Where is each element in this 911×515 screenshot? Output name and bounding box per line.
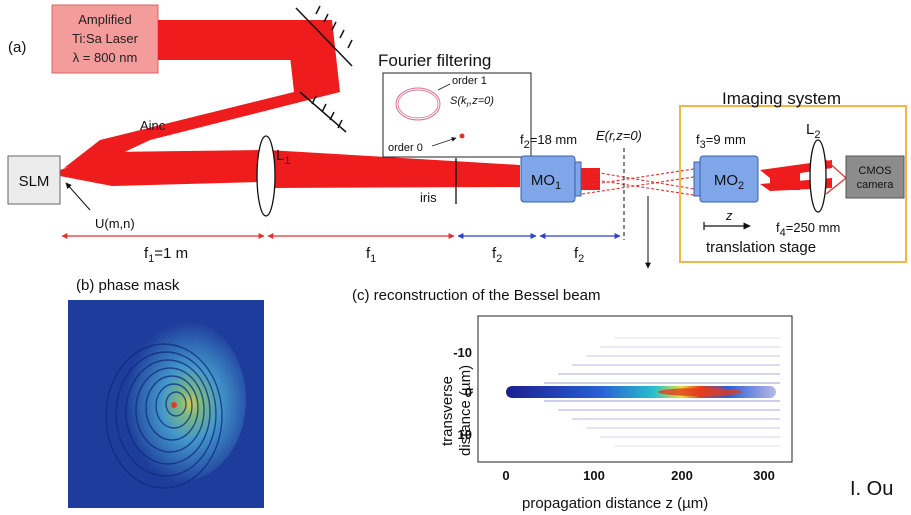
svg-text:MO1: MO1	[531, 172, 561, 192]
l2-label: L2	[806, 121, 820, 141]
svg-text:S(kr,z=0): S(kr,z=0)	[450, 95, 494, 109]
dist-f2-b: f2	[574, 245, 584, 265]
f2-focal-label: f2=18 mm	[520, 132, 577, 151]
cmos-box: CMOS camera	[845, 155, 905, 199]
lens-l1	[256, 135, 276, 217]
mo2-box: MO2	[693, 155, 759, 203]
e-label: E(r,z=0)	[596, 128, 642, 143]
y-ticks: -10 0 10	[453, 345, 472, 442]
phase-mask-image	[68, 300, 264, 508]
svg-text:order 1: order 1	[452, 75, 487, 87]
mirror	[295, 5, 353, 133]
f3-label: f3=9 mm	[696, 132, 746, 151]
z-label: z	[725, 208, 733, 223]
fourier-inset: order 1 S(kr,z=0) order 0	[382, 72, 532, 158]
laser-beam	[60, 20, 832, 191]
svg-text:Ti:Sa Laser: Ti:Sa Laser	[72, 31, 139, 46]
svg-text:λ = 800 nm: λ = 800 nm	[73, 50, 138, 65]
svg-text:order 0: order 0	[388, 142, 423, 154]
dist-f1-1m: f1=1 m	[144, 245, 188, 265]
u-arrow	[65, 182, 91, 211]
hot-spot	[658, 388, 742, 396]
u-label: U(m,n)	[95, 216, 135, 231]
y-axis-label-2: distance (µm)	[457, 365, 474, 456]
x-tick-label: 200	[671, 468, 693, 483]
y-tick-label: 10	[458, 427, 472, 442]
dist-f2-a: f2	[492, 245, 502, 265]
x-tick-label: 0	[502, 468, 509, 483]
panel-b-label: (b) phase mask	[76, 277, 180, 294]
x-axis-label: propagation distance z (µm)	[522, 495, 708, 512]
y-tick-label: 0	[465, 385, 472, 400]
fourier-title: Fourier filtering	[378, 51, 491, 70]
red-focus	[825, 159, 847, 195]
x-ticks: 0 100 200 300	[502, 468, 774, 483]
f4-label: f4=250 mm	[776, 220, 840, 239]
x-tick-label: 300	[753, 468, 775, 483]
bessel-plot-frame	[477, 315, 793, 463]
y-tick-label: -10	[453, 345, 472, 360]
imaging-title: Imaging system	[722, 89, 841, 108]
mo1-box: MO1	[520, 155, 582, 203]
lens-l2	[809, 139, 827, 213]
y-axis-label-1: transverse	[439, 376, 456, 446]
ainc-label: Ainc	[140, 118, 166, 133]
svg-text:CMOS: CMOS	[859, 165, 892, 177]
iris-label: iris	[420, 190, 437, 205]
panel-a-label: (a)	[8, 39, 26, 56]
svg-text:MO2: MO2	[714, 172, 744, 192]
dist-f1: f1	[366, 245, 376, 265]
x-tick-label: 100	[583, 468, 605, 483]
imaging-frame	[679, 105, 907, 263]
slm-box: SLM	[7, 155, 61, 205]
panel-c-label: (c) reconstruction of the Bessel beam	[352, 287, 600, 304]
svg-text:camera: camera	[857, 179, 895, 191]
laser-box: Amplified Ti:Sa Laser λ = 800 nm	[51, 4, 159, 74]
stage-label: translation stage	[706, 239, 816, 256]
l1-label: L1	[276, 147, 290, 167]
edge-caption-fragment: I. Ou	[850, 478, 894, 500]
svg-text:Amplified: Amplified	[78, 12, 131, 27]
side-lobes	[544, 337, 780, 447]
svg-text:SLM: SLM	[19, 173, 50, 190]
